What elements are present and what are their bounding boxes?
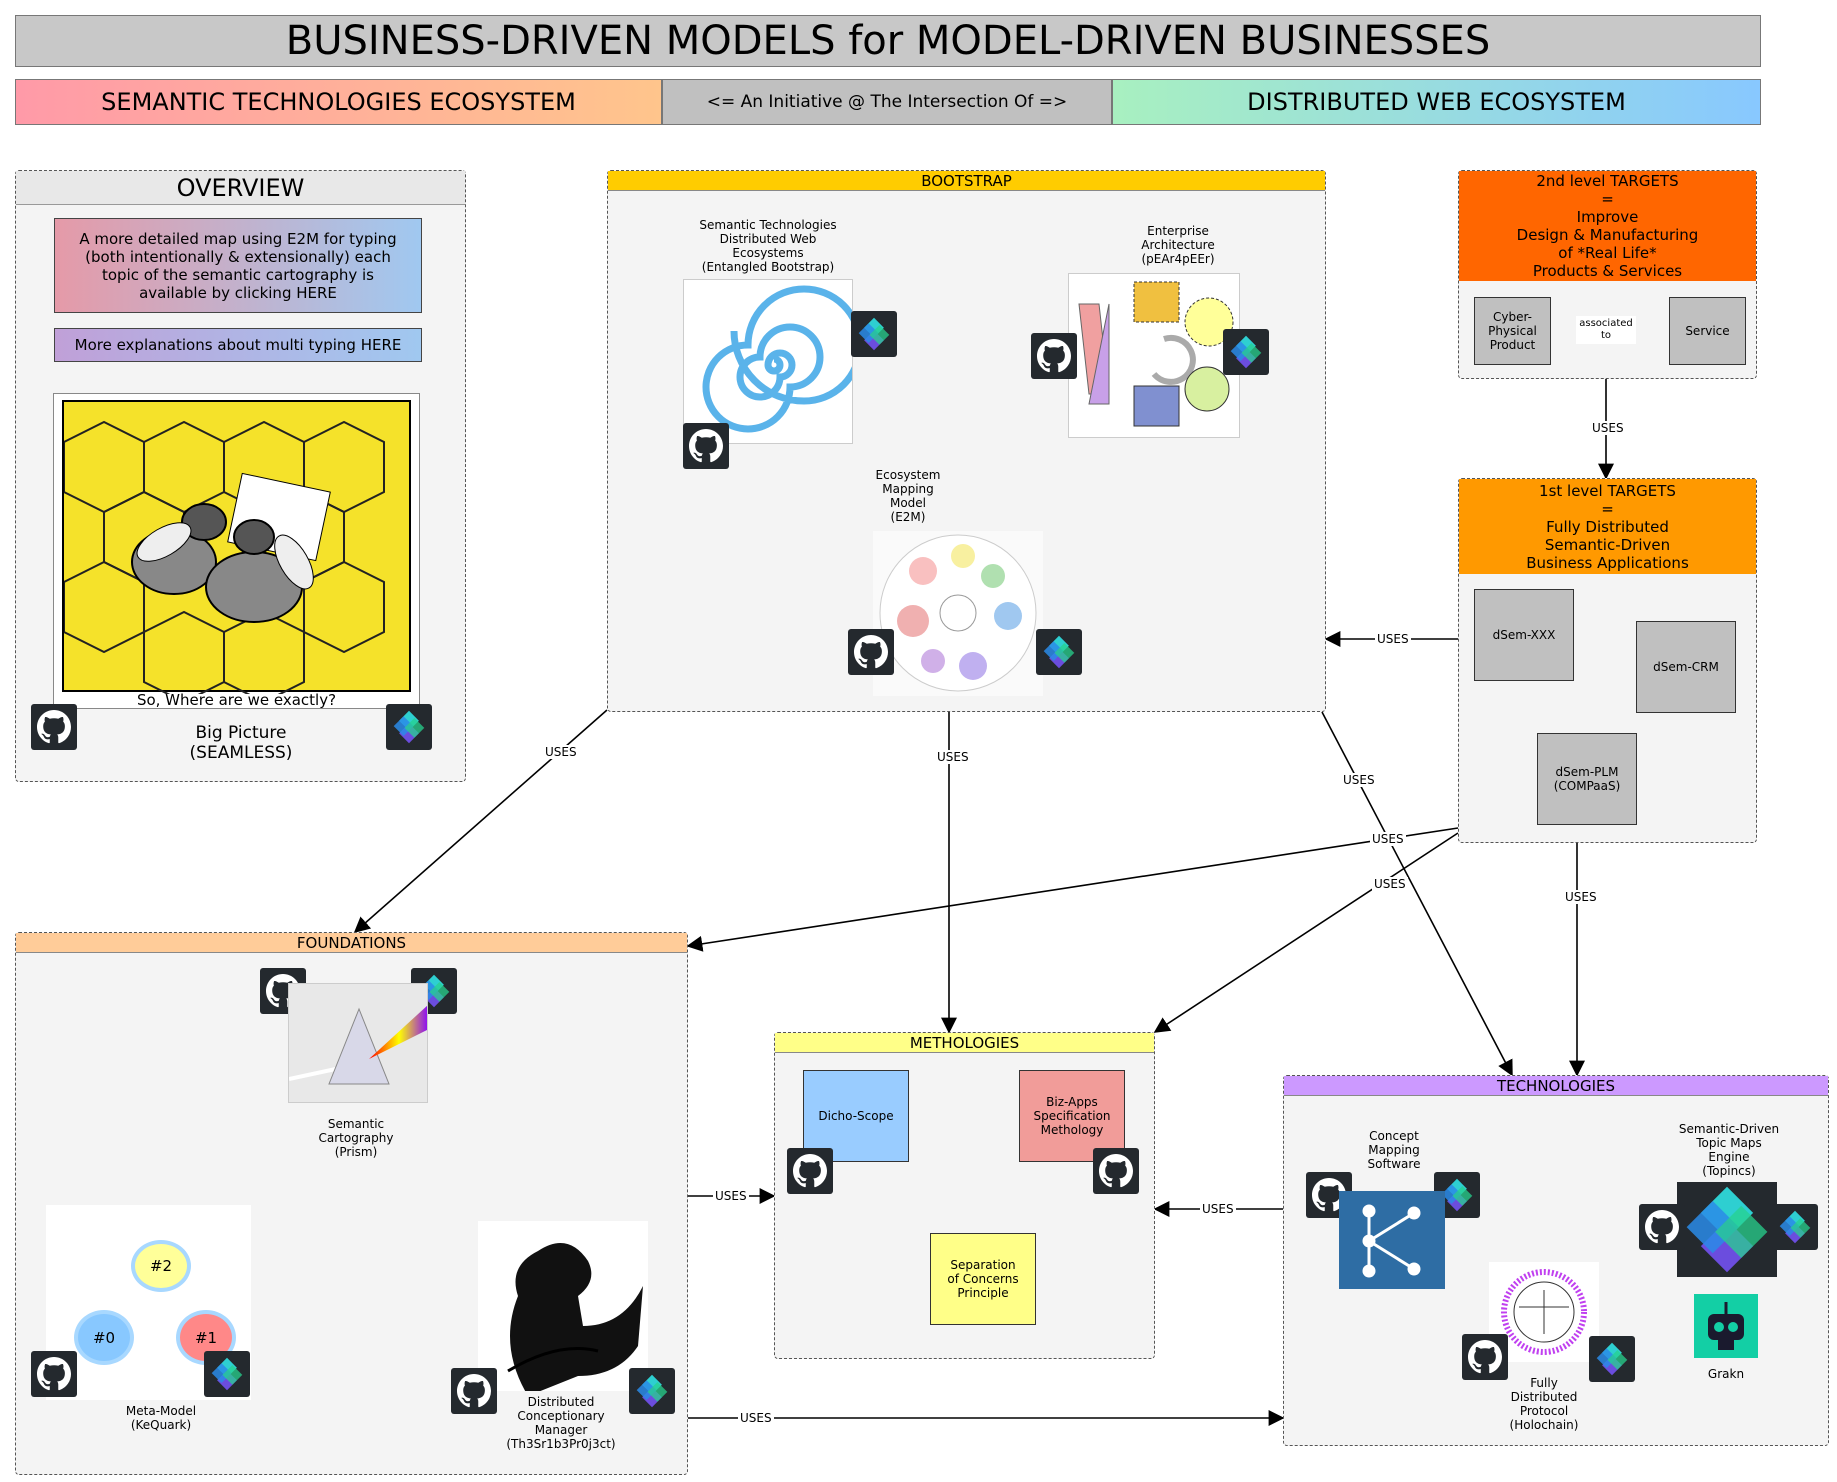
- edge-label-uses: USES: [1590, 421, 1626, 435]
- topic-map-icon[interactable]: [1772, 1204, 1818, 1250]
- github-icon[interactable]: [31, 704, 77, 750]
- overview-title: OVERVIEW: [16, 171, 465, 205]
- foundations-container: FOUNDATIONS Semantic Cartography (Prism)…: [15, 932, 688, 1475]
- concept-mapping-label: Concept Mapping Software: [1367, 1129, 1421, 1171]
- concept-map-icon: [1362, 1204, 1421, 1278]
- dsem-xxx-node[interactable]: dSem-XXX: [1474, 589, 1574, 681]
- targets-1st-title: 1st level TARGETS = Fully Distributed Se…: [1459, 479, 1756, 574]
- cyber-physical-product[interactable]: Cyber- Physical Product: [1474, 297, 1551, 365]
- foundations-title: FOUNDATIONS: [16, 933, 687, 953]
- spiral-image[interactable]: [683, 279, 853, 444]
- enterprise-arch-label: Enterprise Architecture (pEAr4pEEr): [1141, 224, 1215, 266]
- page-title: BUSINESS-DRIVEN MODELS for MODEL-DRIVEN …: [15, 15, 1761, 67]
- dsem-plm-node[interactable]: dSem-PLM (COMPaaS): [1537, 733, 1637, 825]
- service-node[interactable]: Service: [1669, 297, 1746, 365]
- node-0: #0: [74, 1310, 134, 1365]
- grakn-label: Grakn: [1707, 1367, 1745, 1381]
- grakn-logo[interactable]: [1694, 1294, 1758, 1358]
- edge-label-uses: USES: [1370, 832, 1406, 846]
- edge-label-uses: USES: [738, 1411, 774, 1425]
- methologies-title: METHOLOGIES: [775, 1033, 1154, 1053]
- github-icon[interactable]: [1031, 333, 1077, 379]
- dicho-scope-node[interactable]: Dicho-Scope: [803, 1070, 909, 1162]
- intersection-banner: <= An Initiative @ The Intersection Of =…: [662, 79, 1112, 125]
- topincs-image[interactable]: [1677, 1182, 1777, 1277]
- technologies-title: TECHNOLOGIES: [1284, 1076, 1828, 1096]
- topic-map-icon[interactable]: [1589, 1336, 1635, 1382]
- thinker-illustration: [507, 1243, 643, 1391]
- github-icon[interactable]: [683, 423, 729, 469]
- e2m-image[interactable]: [873, 531, 1043, 696]
- edge-label-uses: USES: [1341, 773, 1377, 787]
- github-icon[interactable]: [31, 1351, 77, 1397]
- topic-map-icon[interactable]: [1223, 329, 1269, 375]
- targets-1st-level: 1st level TARGETS = Fully Distributed Se…: [1458, 478, 1757, 843]
- github-icon[interactable]: [451, 1368, 497, 1414]
- pear-image[interactable]: [1068, 273, 1240, 438]
- node-2: #2: [131, 1240, 191, 1292]
- topincs-label: Semantic-Driven Topic Maps Engine (Topin…: [1678, 1122, 1780, 1178]
- separation-of-concerns-node[interactable]: Separation of Concerns Principle: [930, 1233, 1036, 1325]
- edge-label-uses: USES: [1375, 632, 1411, 646]
- prism-image[interactable]: [288, 983, 428, 1103]
- comic-caption: So, Where are we exactly?: [136, 691, 337, 709]
- grakn-icon: [1708, 1302, 1744, 1350]
- semantic-cartography-label: Semantic Cartography (Prism): [318, 1117, 394, 1159]
- github-icon[interactable]: [1639, 1204, 1685, 1250]
- concept-mapping-image[interactable]: [1339, 1191, 1445, 1289]
- topic-map-icon[interactable]: [629, 1368, 675, 1414]
- meta-model-label: Meta-Model (KeQuark): [125, 1404, 197, 1432]
- spiral-icon: [702, 285, 852, 433]
- topic-map-icon[interactable]: [204, 1351, 250, 1397]
- conceptionary-image[interactable]: [478, 1221, 648, 1391]
- pear-diagram: [1078, 281, 1234, 427]
- semantic-tech-label: Semantic Technologies Distributed Web Ec…: [699, 218, 837, 274]
- technologies-container: TECHNOLOGIES Concept Mapping Software Se…: [1283, 1075, 1829, 1446]
- honeycomb-bees-illustration: [63, 420, 385, 704]
- edge-label-uses: USES: [543, 745, 579, 759]
- e2m-label: Ecosystem Mapping Model (E2M): [875, 468, 941, 524]
- holochain-label: Fully Distributed Protocol (Holochain): [1509, 1376, 1579, 1432]
- holochain-image[interactable]: [1489, 1262, 1599, 1362]
- edge-label-uses: USES: [935, 750, 971, 764]
- prism-icon: [289, 1005, 427, 1085]
- edge-label-uses: USES: [1200, 1202, 1236, 1216]
- detailed-map-link[interactable]: A more detailed map using E2M for typing…: [54, 218, 422, 313]
- targets-2nd-level: 2nd level TARGETS = Improve Design & Man…: [1458, 170, 1757, 379]
- methologies-container: METHOLOGIES Dicho-Scope Biz-Apps Specifi…: [774, 1032, 1155, 1359]
- overview-container: OVERVIEW A more detailed map using E2M f…: [15, 170, 466, 782]
- comic-panel: [62, 400, 411, 704]
- big-picture-label: Big Picture (SEAMLESS): [189, 723, 293, 763]
- github-icon[interactable]: [848, 629, 894, 675]
- edge-label-uses: USES: [1372, 877, 1408, 891]
- multi-typing-link[interactable]: More explanations about multi typing HER…: [54, 328, 422, 362]
- github-icon[interactable]: [1462, 1334, 1508, 1380]
- topic-map-icon[interactable]: [1036, 629, 1082, 675]
- edge-label-uses: USES: [713, 1189, 749, 1203]
- e2m-diagram: [879, 534, 1037, 692]
- topic-map-icon[interactable]: [851, 311, 897, 357]
- topic-map-icon: [1677, 1182, 1777, 1277]
- vitruvian-icon: [1501, 1269, 1587, 1355]
- conceptionary-label: Distributed Conceptionary Manager (Th3Sr…: [506, 1395, 616, 1451]
- topic-map-icon[interactable]: [386, 704, 432, 750]
- edge-label-uses: USES: [1563, 890, 1599, 904]
- biz-apps-node[interactable]: Biz-Apps Specification Methology: [1019, 1070, 1125, 1162]
- github-icon[interactable]: [1093, 1148, 1139, 1194]
- associated-to-label: associated to: [1576, 316, 1636, 344]
- bootstrap-title: BOOTSTRAP: [608, 171, 1325, 191]
- big-picture-comic[interactable]: So, Where are we exactly?: [53, 393, 420, 709]
- github-icon[interactable]: [787, 1148, 833, 1194]
- dsem-crm-node[interactable]: dSem-CRM: [1636, 621, 1736, 713]
- targets-2nd-title: 2nd level TARGETS = Improve Design & Man…: [1459, 171, 1756, 281]
- distributed-web-banner: DISTRIBUTED WEB ECOSYSTEM: [1112, 79, 1761, 125]
- bootstrap-container: BOOTSTRAP Semantic Technologies Distribu…: [607, 170, 1326, 712]
- semantic-ecosystem-banner: SEMANTIC TECHNOLOGIES ECOSYSTEM: [15, 79, 662, 125]
